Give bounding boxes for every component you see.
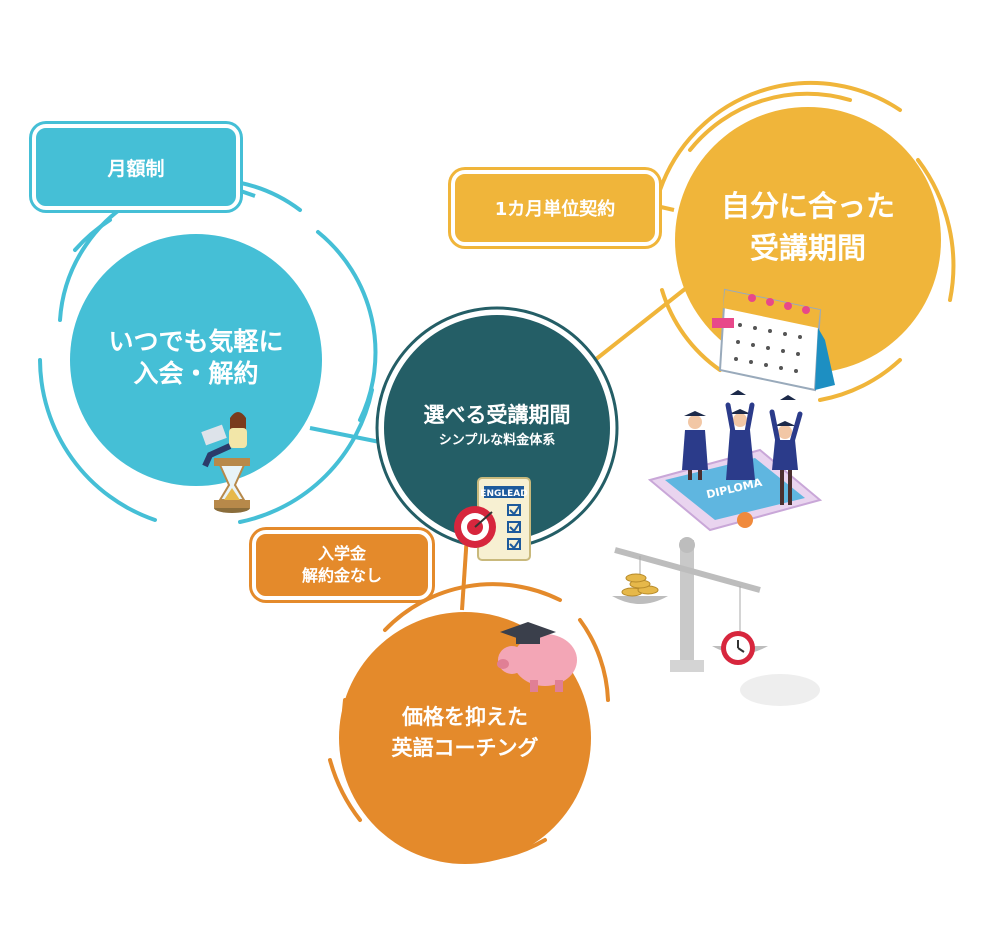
price-title: 価格を抑えた 英語コーチング bbox=[350, 698, 580, 768]
hourglass-woman-illustration bbox=[201, 412, 250, 513]
monthly-tag-text: 月額制 bbox=[107, 157, 165, 180]
price-tag-line2: 解約金なし bbox=[301, 566, 382, 585]
connector-period bbox=[593, 283, 692, 362]
calendar-illustration bbox=[712, 288, 835, 392]
clipboard-logo: ENGLEAD bbox=[480, 489, 527, 499]
monthly-tag: 月額制 bbox=[32, 124, 240, 210]
monthly-title-line1: いつでも気軽に bbox=[108, 326, 284, 356]
piggy-bank-illustration bbox=[497, 622, 577, 692]
graduates-tablet-illustration: DIPLOMA bbox=[647, 390, 823, 532]
period-title-line1: 自分に合った bbox=[720, 188, 895, 223]
price-tag-line1: 入学金 bbox=[317, 544, 366, 564]
clipboard-target-illustration: ENGLEAD bbox=[454, 477, 531, 561]
price-title-line1: 価格を抑えた bbox=[402, 704, 528, 729]
monthly-circle bbox=[70, 234, 322, 486]
monthly-title-line2: 入会・解約 bbox=[133, 359, 259, 388]
period-tag: 1カ月単位契約 bbox=[451, 170, 659, 246]
period-tag-text: 1カ月単位契約 bbox=[494, 199, 616, 220]
monthly-title: いつでも気軽に 入会・解約 bbox=[70, 318, 322, 398]
center-title: 選べる受講期間 シンプルな料金体系 bbox=[387, 394, 607, 458]
price-tag: 入学金 解約金なし bbox=[252, 530, 432, 600]
price-title-line2: 英語コーチング bbox=[391, 736, 539, 760]
period-rings bbox=[658, 80, 956, 402]
period-title: 自分に合った 受講期間 bbox=[686, 182, 930, 272]
balance-scale-illustration bbox=[612, 537, 820, 706]
center-subtitle-text: シンプルな料金体系 bbox=[438, 433, 556, 449]
period-title-line2: 受講期間 bbox=[749, 231, 866, 265]
center-title-text: 選べる受講期間 bbox=[423, 402, 571, 427]
